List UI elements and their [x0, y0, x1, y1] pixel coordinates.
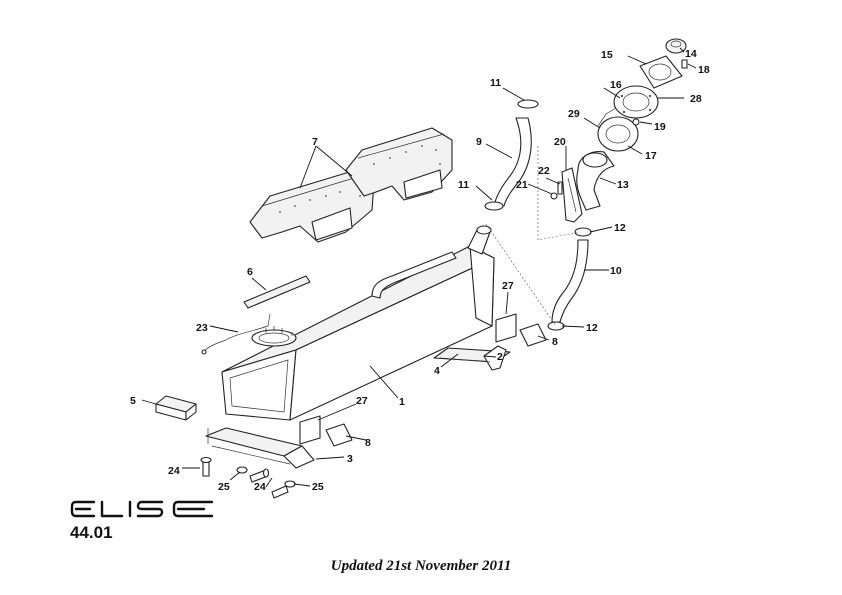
callout-21: 21 [516, 179, 528, 191]
callout-3: 3 [347, 453, 353, 465]
callout-11-upper: 11 [490, 77, 501, 89]
callout-22: 22 [538, 165, 550, 177]
seal-29 [597, 107, 617, 127]
foam-block [155, 395, 197, 421]
foam-strip [243, 275, 311, 309]
callout-12-lower: 12 [586, 322, 598, 334]
callout-labels: 1 2 3 4 5 6 7 8 8 9 10 11 11 12 12 13 14… [130, 48, 710, 493]
tank-strap-rear [249, 169, 375, 243]
filler-flange-17 [597, 116, 639, 152]
callout-27-rear: 27 [502, 280, 514, 292]
callout-10: 10 [610, 265, 622, 277]
callout-12-upper: 12 [614, 222, 626, 234]
strap-foam-dots [279, 145, 441, 213]
callout-24-right: 24 [254, 481, 266, 493]
gasket-16 [613, 85, 659, 119]
bolt-24-left [200, 456, 212, 477]
bolt-24-right [249, 468, 270, 483]
callout-9: 9 [476, 136, 482, 148]
callout-29: 29 [568, 108, 580, 120]
screw-22 [557, 181, 563, 195]
callout-8-front: 8 [365, 437, 371, 449]
sender-wire [203, 313, 271, 353]
front-bracket [205, 427, 315, 469]
callout-16: 16 [610, 79, 622, 91]
pad-27-rear [495, 313, 517, 343]
callout-2: 2 [497, 351, 503, 363]
screw-18 [681, 59, 688, 69]
hose-clip-12-lower [547, 321, 565, 331]
callout-19: 19 [654, 121, 666, 133]
callout-25-right: 25 [312, 481, 324, 493]
callout-23: 23 [196, 322, 208, 334]
elise-logo [70, 500, 214, 518]
callout-15: 15 [601, 49, 613, 61]
pad-8-rear [519, 323, 547, 347]
callout-6: 6 [247, 266, 253, 278]
callout-27-front: 27 [356, 395, 368, 407]
callout-25-left: 25 [218, 481, 230, 493]
wire-connector [201, 349, 207, 355]
callout-11-lower: 11 [458, 179, 469, 191]
hose-clip-11-lower [484, 201, 504, 211]
callout-28: 28 [690, 93, 702, 105]
fuel-tank [221, 225, 495, 421]
tank-strap-front [345, 127, 453, 201]
page-code: 44.01 [70, 523, 113, 542]
filler-cap-housing-15 [639, 55, 683, 89]
callout-14: 14 [685, 48, 697, 60]
callout-4: 4 [434, 365, 440, 377]
screw-19 [632, 118, 640, 126]
callout-24-left: 24 [168, 465, 180, 477]
callout-1: 1 [399, 396, 405, 408]
filler-bracket [561, 167, 583, 223]
callout-13: 13 [617, 179, 629, 191]
callout-5: 5 [130, 395, 136, 407]
hose-guide-line [485, 223, 557, 327]
pad-8-front [325, 423, 353, 447]
hose-clip-11-upper [517, 99, 539, 109]
callout-17: 17 [645, 150, 657, 162]
callout-7: 7 [312, 136, 318, 148]
hose-clip-12-upper [574, 227, 592, 237]
callout-20: 20 [554, 136, 566, 148]
washer-25-left [236, 466, 248, 474]
filler-neck [576, 151, 615, 211]
assembly-guide-lines [537, 146, 581, 241]
rear-bracket [433, 345, 511, 371]
filler-hose-lower [551, 239, 589, 323]
callout-8-rear: 8 [552, 336, 558, 348]
bolt-24-lower [271, 485, 289, 499]
pad-27-front [299, 415, 321, 445]
filler-hose-upper [493, 117, 532, 207]
leader-lines [141, 47, 697, 488]
callout-18: 18 [698, 64, 710, 76]
nut-21 [550, 192, 558, 200]
updated-date-footer: Updated 21st November 2011 [330, 558, 512, 574]
